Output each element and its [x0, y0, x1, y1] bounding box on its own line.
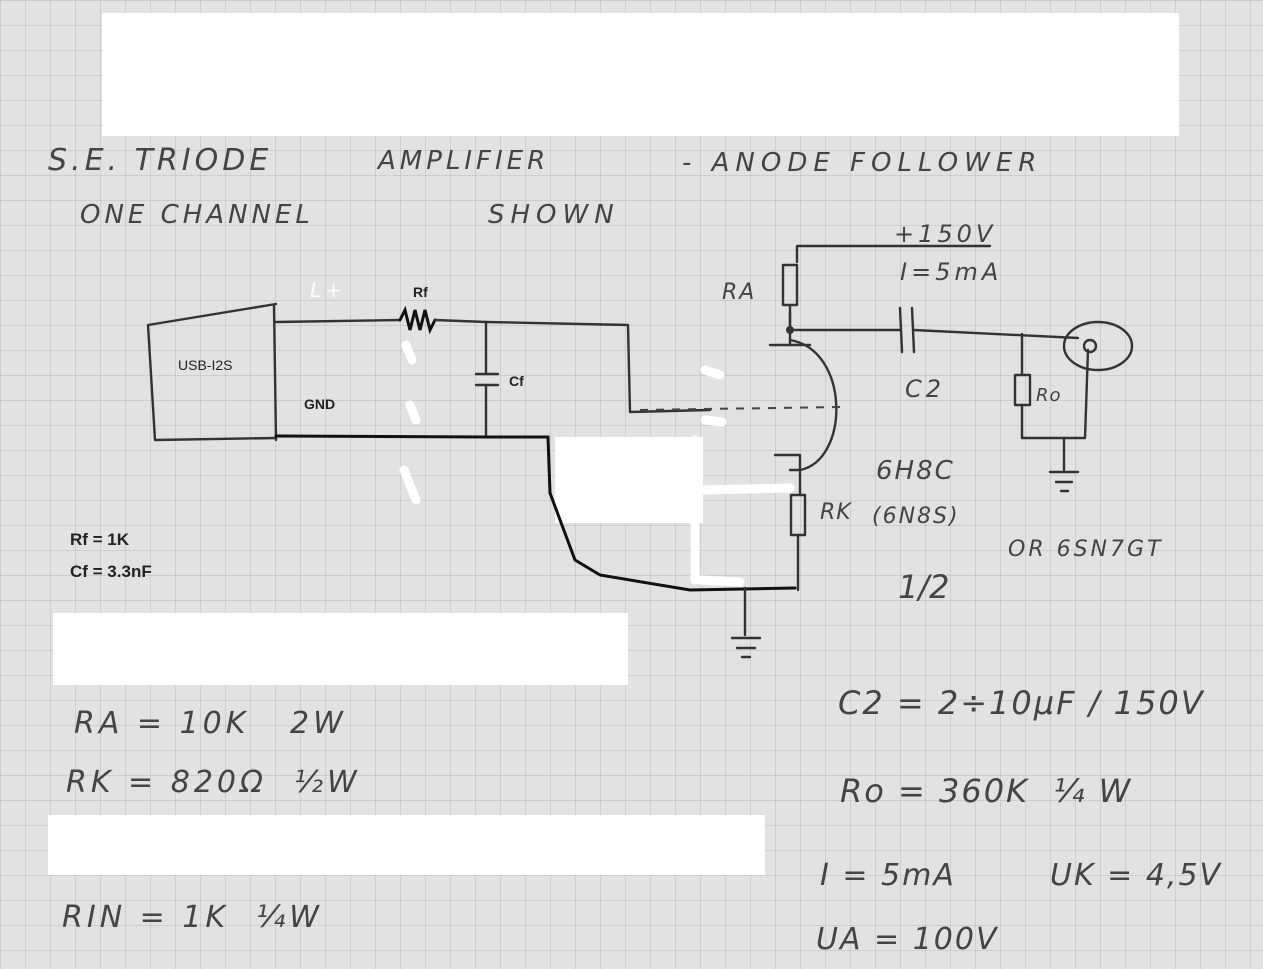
- cf-value: Cf = 3.3nF: [70, 562, 152, 581]
- c2-value: C2 = 2÷10µF / 150V: [838, 684, 1205, 722]
- rf-resistor: [398, 305, 437, 335]
- redaction-top: [102, 13, 1179, 136]
- white-scribble: [690, 435, 795, 587]
- usb-box-outline: [146, 302, 278, 442]
- ra-resistor: [781, 263, 799, 307]
- ra-label: RA: [722, 280, 757, 305]
- rin-value: RIN = 1K ¼W: [62, 900, 323, 935]
- ua-value: UA = 100V: [816, 922, 999, 957]
- wire-l-plus: [274, 318, 402, 324]
- tube-alt1-label: (6N8S): [872, 504, 960, 529]
- wire-c2-out: [912, 328, 1080, 340]
- uk-value: UK = 4,5V: [1050, 858, 1223, 893]
- rf-label: Rf: [413, 284, 428, 300]
- l-plus-label: L+: [310, 278, 346, 302]
- usb-box-top-edge: [272, 304, 278, 442]
- c2-plate-left: [898, 306, 904, 354]
- rk-label: RK: [820, 500, 852, 525]
- tube-label: 6H8C: [876, 456, 955, 486]
- gnd-label: GND: [304, 396, 336, 412]
- redaction-circuit: [555, 437, 703, 523]
- output-jack-pin: [1082, 338, 1098, 354]
- ro-label: Ro: [1036, 385, 1062, 406]
- wire-rf-out: [433, 318, 712, 414]
- title-line2-b: SHOWN: [488, 200, 620, 230]
- redaction-lower-left: [48, 815, 765, 875]
- tube-grid: [639, 406, 841, 411]
- supply-voltage-label: +150V: [894, 220, 997, 248]
- tube-cathode: [773, 453, 802, 472]
- white-scribble-2: [399, 340, 727, 505]
- tube-envelope: [788, 338, 838, 472]
- wire-supply: [795, 244, 992, 264]
- title-line1-mid: AMPLIFIER: [378, 146, 550, 176]
- half-label: 1/2: [898, 568, 950, 606]
- rf-value: Rf = 1K: [70, 530, 130, 549]
- wire-gnd-to-ground: [548, 491, 797, 592]
- ra-value: RA = 10K 2W: [74, 706, 347, 741]
- ro-resistor: [1013, 373, 1032, 407]
- output-jack: [1062, 320, 1134, 372]
- rk-resistor: [789, 493, 807, 537]
- title-line2-a: ONE CHANNEL: [80, 200, 314, 230]
- rk-value: RK = 820Ω ½W: [66, 765, 361, 800]
- current-value: I = 5mA: [820, 858, 956, 893]
- tube-alt2-label: OR 6SN7GT: [1008, 537, 1164, 562]
- usb-label: USB-I2S: [178, 357, 233, 373]
- ro-lead-bottom: [1020, 348, 1090, 440]
- ro-value: Ro = 360K ¼ W: [840, 772, 1133, 810]
- wire-gnd: [274, 434, 552, 495]
- title-line1-right: - ANODE FOLLOWER: [682, 148, 1043, 178]
- c2-label: C2: [905, 375, 946, 403]
- supply-current-label: I=5mA: [900, 258, 1003, 286]
- cf-label: Cf: [509, 373, 524, 389]
- title-line1-left: S.E. TRIODE: [48, 143, 273, 178]
- redaction-middle-left: [53, 613, 628, 685]
